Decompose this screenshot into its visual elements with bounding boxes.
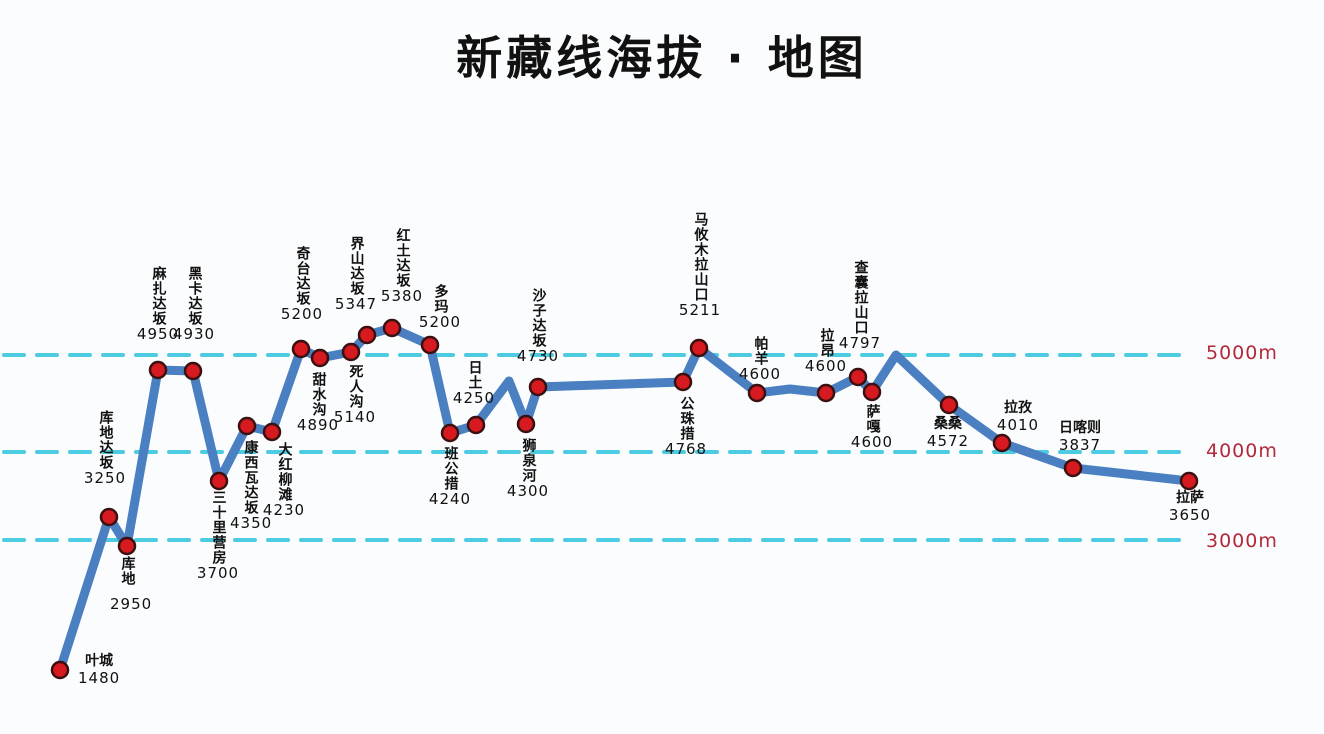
marker-point bbox=[148, 360, 168, 380]
reference-lines bbox=[2, 353, 1182, 542]
marker-point bbox=[1063, 458, 1083, 478]
ref-label-5000: 5000m bbox=[1206, 342, 1278, 364]
chart-title: 新藏线海拔 · 地图 bbox=[456, 31, 868, 85]
marker-point bbox=[992, 433, 1012, 453]
marker-point bbox=[862, 382, 882, 402]
marker-point bbox=[516, 414, 536, 434]
marker-point bbox=[1179, 471, 1199, 491]
marker-point bbox=[848, 367, 868, 387]
marker-point bbox=[939, 395, 959, 415]
marker-point bbox=[237, 416, 257, 436]
marker-point bbox=[117, 536, 137, 556]
marker-point bbox=[420, 335, 440, 355]
marker-point bbox=[291, 339, 311, 359]
markers bbox=[50, 318, 1199, 680]
marker-point bbox=[50, 660, 70, 680]
marker-point bbox=[183, 361, 203, 381]
marker-point bbox=[673, 372, 693, 392]
marker-point bbox=[440, 423, 460, 443]
marker-point bbox=[262, 422, 282, 442]
ref-label-4000: 4000m bbox=[1206, 440, 1278, 462]
marker-point bbox=[341, 342, 361, 362]
marker-point bbox=[357, 325, 377, 345]
marker-point bbox=[816, 383, 836, 403]
marker-point bbox=[689, 338, 709, 358]
marker-point bbox=[747, 383, 767, 403]
marker-point bbox=[310, 348, 330, 368]
marker-point bbox=[382, 318, 402, 338]
marker-point bbox=[466, 415, 486, 435]
marker-point bbox=[209, 471, 229, 491]
ref-label-3000: 3000m bbox=[1206, 530, 1278, 552]
marker-point bbox=[528, 377, 548, 397]
marker-point bbox=[99, 507, 119, 527]
